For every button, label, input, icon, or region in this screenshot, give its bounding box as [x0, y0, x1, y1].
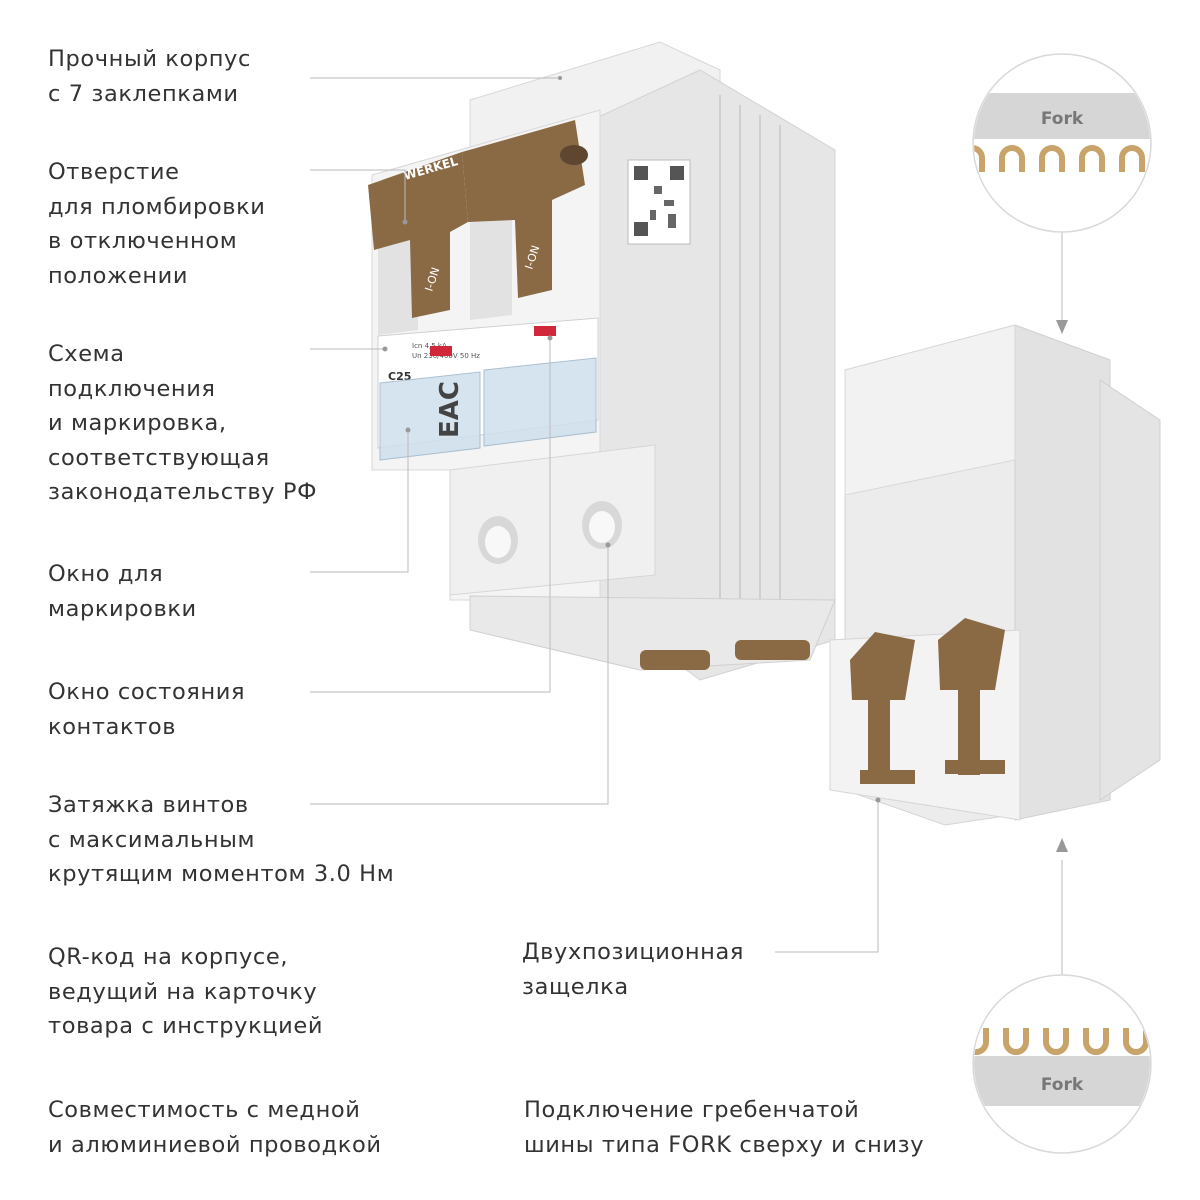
feature-line: в отключенном [48, 228, 238, 254]
fork-busbar-bottom: Fork [972, 974, 1152, 1154]
feature-line: защелка [522, 973, 629, 1000]
qr-code-icon [627, 159, 691, 245]
feature-line: Двухпозиционная [522, 939, 744, 965]
feature-line: крутящим моментом 3.0 Нм [48, 861, 395, 887]
fork-busbar-top: Fork [972, 53, 1152, 233]
feature-line: Отверстие [48, 159, 180, 185]
feature-marking-window: Окно для маркировки [48, 557, 197, 626]
feature-sealing-hole: Отверстие для пломбировки в отключенном … [48, 155, 265, 293]
feature-latch: Двухпозиционная защелка [522, 935, 744, 1004]
feature-line: Прочный корпус [48, 46, 251, 72]
feature-line: с максимальным [48, 826, 256, 853]
feature-line: товара с инструкцией [48, 1013, 324, 1039]
eac-mark: EAC [435, 381, 465, 438]
feature-line: контактов [48, 713, 177, 740]
marking-window-right [483, 357, 597, 447]
feature-line: QR-код на корпусе, [48, 944, 289, 970]
leader-lines [310, 77, 1063, 975]
feature-line: и маркировка, [48, 410, 227, 436]
feature-line: законодательству РФ [48, 479, 318, 505]
feature-line: ведущий на карточку [48, 978, 318, 1005]
toggle-handle-right: I-ON [462, 120, 588, 298]
feature-line: и алюминиевой проводкой [48, 1131, 382, 1158]
feature-line: Окно для [48, 561, 164, 587]
feature-line: шины типа FORK сверху и снизу [524, 1131, 925, 1158]
feature-qr: QR-код на корпусе, ведущий на карточку т… [48, 940, 323, 1044]
breaking-capacity: Icn 4,5 kA [412, 342, 447, 350]
feature-line: Затяжка винтов [48, 792, 249, 818]
feature-line: Схема [48, 341, 125, 367]
feature-line: для пломбировки [48, 193, 266, 220]
feature-line: маркировки [48, 595, 197, 622]
contact-indicator-left [430, 346, 452, 356]
arrow-up-icon [1056, 838, 1068, 852]
feature-line: Подключение гребенчатой [524, 1097, 860, 1123]
feature-line: Окно состояния [48, 679, 246, 705]
feature-line: подключения [48, 375, 216, 402]
feature-busbar: Подключение гребенчатой шины типа FORK с… [524, 1093, 924, 1162]
toggle-handle-left: I-ON [368, 152, 468, 318]
feature-line: положении [48, 262, 189, 289]
marking-window-left [379, 371, 481, 461]
feature-line: Совместимость с медной [48, 1097, 361, 1123]
feature-housing: Прочный корпус с 7 заклепками [48, 42, 251, 111]
feature-line: с 7 заклепками [48, 80, 239, 107]
fork-label-top: Fork [1041, 109, 1084, 129]
feature-diagram: Схема подключения и маркировка, соответс… [48, 337, 317, 510]
fork-label-bottom: Fork [1041, 1075, 1084, 1095]
front-breaker: I-ON I-ON WERKEL Icn 4,5 kA Un 230/400V … [368, 41, 836, 681]
feature-contact-window: Окно состояния контактов [48, 675, 245, 744]
latch-left [850, 632, 915, 780]
feature-wiring: Совместимость с медной и алюминиевой про… [48, 1093, 382, 1162]
back-breaker [829, 324, 1161, 826]
arrow-down-icon [1056, 320, 1068, 334]
feature-screws: Затяжка винтов с максимальным крутящим м… [48, 788, 394, 892]
latch-right [938, 618, 1005, 775]
contact-indicator-right [534, 326, 556, 336]
feature-line: соответствующая [48, 444, 270, 471]
